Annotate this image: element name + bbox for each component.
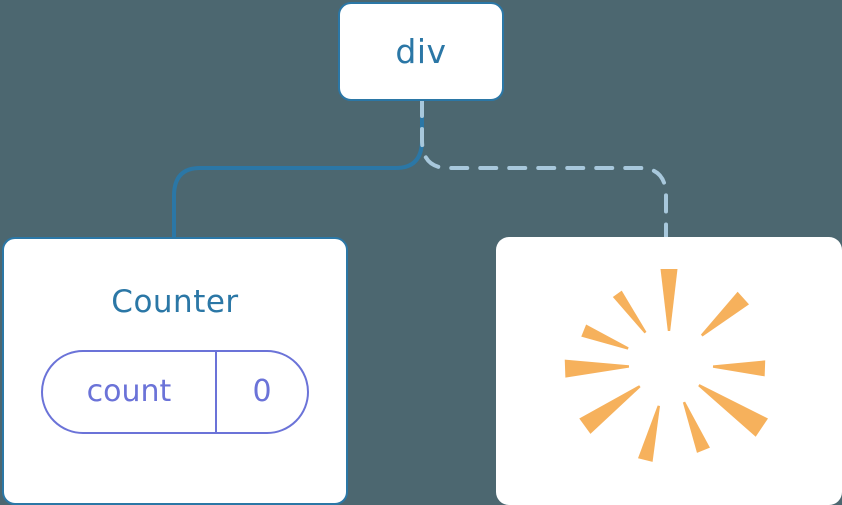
sparkle-ray-6 — [682, 401, 710, 453]
state-value-label: 0 — [215, 352, 307, 432]
node-burst[interactable] — [496, 237, 842, 505]
sparkle-ray-9 — [700, 291, 750, 337]
node-counter-label: Counter — [111, 284, 239, 320]
sparkle-burst-icon — [564, 269, 769, 462]
node-div-label: div — [395, 32, 447, 71]
sparkle-ray-8 — [712, 360, 766, 377]
sparkle-ray-0 — [660, 269, 678, 331]
node-div[interactable]: div — [338, 2, 504, 101]
sparkle-ray-4 — [579, 385, 641, 434]
sparkle-ray-1 — [612, 290, 647, 334]
node-counter[interactable]: Counter count 0 — [2, 237, 348, 505]
sparkle-ray-7 — [698, 384, 769, 437]
edge-div-to-burst — [420, 98, 668, 240]
sparkle-rays-group — [564, 269, 769, 462]
state-badge[interactable]: count 0 — [41, 350, 309, 434]
sparkle-ray-2 — [581, 324, 629, 350]
edge-div-to-counter — [172, 98, 424, 240]
sparkle-ray-5 — [638, 405, 661, 462]
sparkle-ray-3 — [564, 359, 630, 378]
state-key-label: count — [86, 374, 172, 409]
